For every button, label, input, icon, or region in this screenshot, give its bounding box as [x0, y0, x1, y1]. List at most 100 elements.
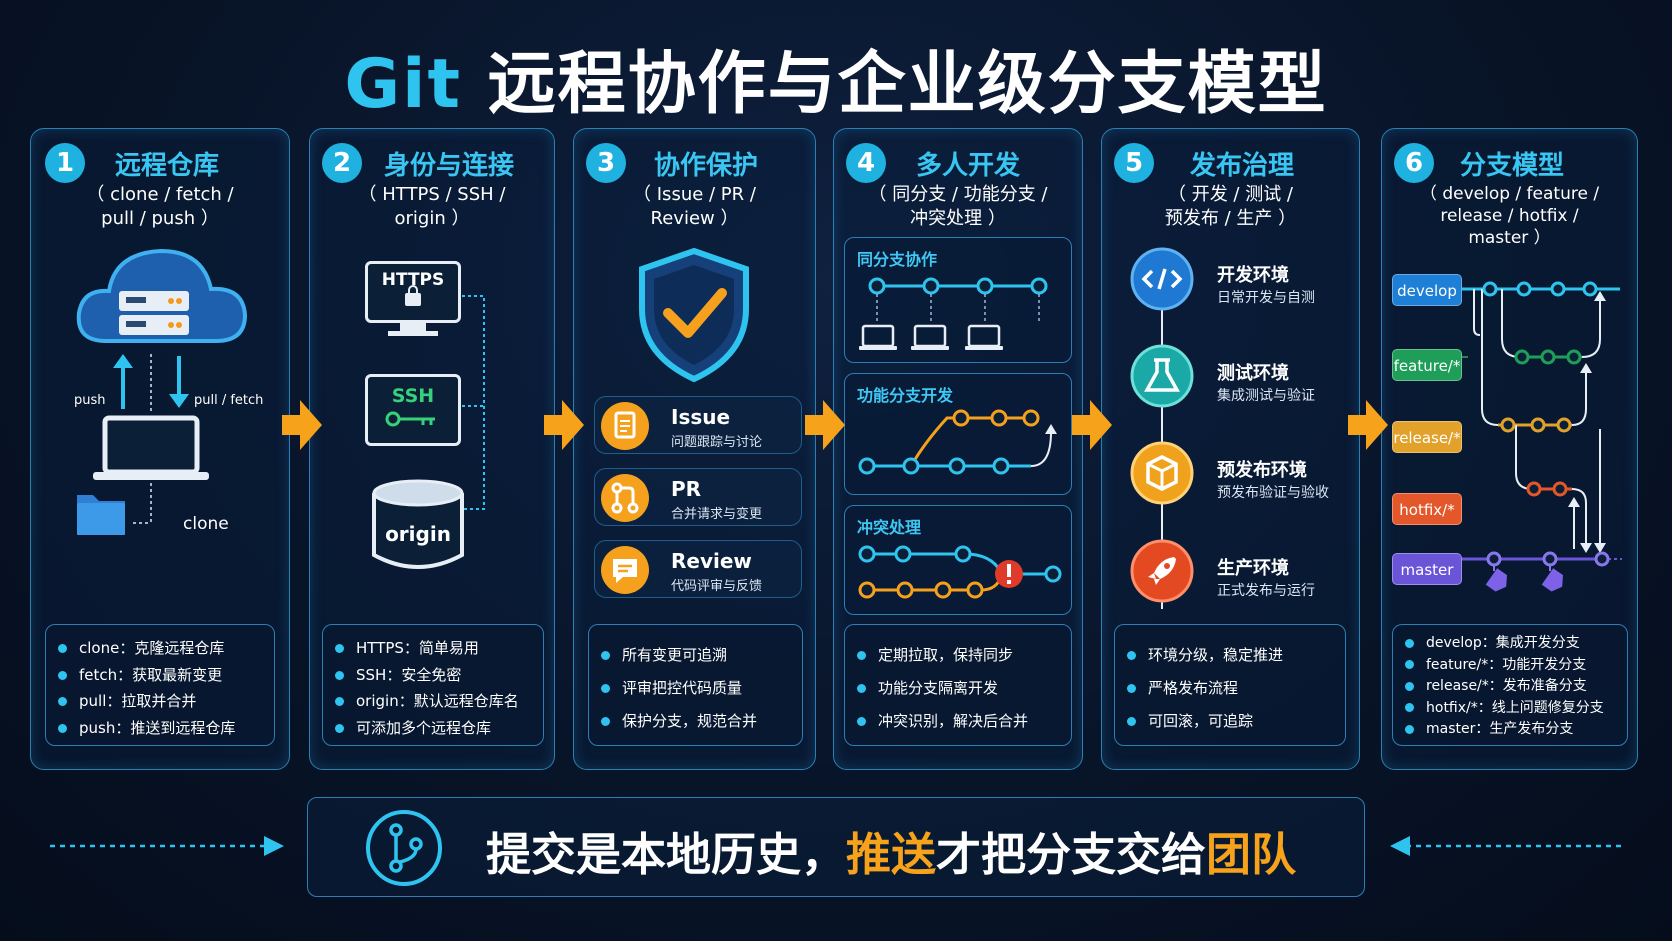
bullet-list: 所有变更可追溯 评审把控代码质量 保护分支，规范合并 [588, 624, 803, 746]
cloud-server-icon [76, 248, 248, 343]
merge-icon [601, 474, 649, 522]
title-rest: 远程协作与企业级分支模型 [487, 45, 1328, 124]
list-item: 冲突识别，解决后合并 [857, 705, 1059, 738]
env-desc: 日常开发与自测 [1217, 290, 1315, 306]
bullet-list: clone：克隆远程仓库 fetch：获取最新变更 pull：拉取并合并 pus… [45, 624, 275, 746]
step-number: 1 [45, 143, 85, 183]
panel-title: 协作保护 [654, 151, 759, 181]
branch-tag-master: master [1392, 553, 1462, 585]
step-number: 2 [322, 143, 362, 183]
list-item: master：生产发布分支 [1405, 719, 1615, 741]
clone-label: clone [183, 514, 229, 534]
step-number: 5 [1114, 143, 1154, 183]
subtitle-line: 冲突处理 ） [910, 208, 1006, 229]
list-item: origin：默认远程仓库名 [335, 688, 531, 715]
list-item: 定期拉取，保持同步 [857, 639, 1059, 672]
list-item: 环境分级，稳定推进 [1127, 639, 1333, 672]
branch-tag-hotfix: hotfix/* [1392, 493, 1462, 525]
review-title: Review [671, 549, 752, 573]
env-title: 开发环境 [1217, 265, 1289, 286]
panel-title: 分支模型 [1460, 151, 1565, 181]
panel-subtitle: （ 同分支 / 功能分支 / 冲突处理 ） [834, 183, 1082, 231]
panel-title: 身份与连接 [384, 151, 515, 181]
branch-tag-develop: develop [1392, 274, 1462, 306]
origin-label: origin [385, 522, 451, 546]
env-desc: 预发布验证与验收 [1217, 485, 1329, 501]
rocket-icon [1130, 539, 1194, 603]
list-item: clone：克隆远程仓库 [58, 635, 262, 662]
feature-branch-box: 功能分支开发 [844, 373, 1072, 495]
flow-arrow-icon [805, 400, 845, 450]
ssh-label: SSH [391, 385, 435, 407]
panel-title: 发布治理 [1190, 151, 1295, 181]
list-item: develop：集成开发分支 [1405, 633, 1615, 655]
subtitle-line: （ clone / fetch / [86, 184, 234, 205]
slogan-part: 才把分支交给 [936, 828, 1207, 881]
pull-fetch-label: pull / fetch [194, 393, 264, 408]
bullet-list: develop：集成开发分支 feature/*：功能开发分支 release/… [1392, 624, 1628, 746]
title-git: Git [344, 45, 462, 124]
env-title: 预发布环境 [1217, 460, 1307, 481]
panel-protection: 3 协作保护 （ Issue / PR / Review ） Issue 问题跟… [573, 128, 816, 770]
panel-identity: 2 身份与连接 （ HTTPS / SSH / origin ） HTTPS S… [309, 128, 555, 770]
review-item: Review 代码评审与反馈 [594, 540, 802, 598]
chat-bubble-icon [601, 546, 649, 594]
bullet-list: 环境分级，稳定推进 严格发布流程 可回滚，可追踪 [1114, 624, 1346, 746]
env-desc: 正式发布与运行 [1217, 583, 1315, 599]
database-icon [372, 479, 464, 569]
list-item: SSH：安全免密 [335, 662, 531, 689]
panel-branch-model: 6 分支模型 （ develop / feature / release / h… [1381, 128, 1638, 770]
code-icon [1130, 247, 1194, 311]
sub-title: 功能分支开发 [857, 386, 954, 405]
page-title: Git 远程协作与企业级分支模型 [0, 28, 1672, 127]
same-branch-diagram [859, 277, 1048, 350]
list-item: HTTPS：简单易用 [335, 635, 531, 662]
push-label: push [74, 393, 106, 408]
subtitle-line: （ develop / feature / [1419, 184, 1600, 204]
subtitle-line: release / hotfix / [1440, 206, 1579, 226]
conflict-box: 冲突处理 [844, 505, 1072, 615]
shield-check-icon [639, 247, 749, 383]
connection-lines [450, 295, 485, 510]
flow-arrow-icon [1348, 400, 1388, 450]
list-item: 保护分支，规范合并 [601, 705, 790, 738]
list-item: release/*：发布准备分支 [1405, 676, 1615, 698]
panel-release: 5 发布治理 （ 开发 / 测试 / 预发布 / 生产 ） 开发环境日常开发与自… [1101, 128, 1360, 770]
right-dashed-arrow [1390, 836, 1623, 856]
issue-title: Issue [671, 405, 731, 429]
monitor-base [388, 331, 438, 336]
list-item: 可回滚，可追踪 [1127, 705, 1333, 738]
subtitle-line: （ Issue / PR / [633, 184, 756, 205]
document-icon [601, 402, 649, 450]
panel-subtitle: （ HTTPS / SSH / origin ） [310, 183, 554, 231]
panel-title: 远程仓库 [115, 151, 220, 181]
bottom-banner: 提交是本地历史，推送才把分支交给团队 [307, 797, 1365, 897]
https-monitor-icon: HTTPS [365, 261, 461, 323]
package-icon [1130, 441, 1194, 505]
step-number: 6 [1394, 143, 1434, 183]
slogan-highlight: 推送 [846, 828, 937, 881]
issue-desc: 问题跟踪与讨论 [671, 435, 763, 450]
panel-subtitle: （ 开发 / 测试 / 预发布 / 生产 ） [1102, 183, 1359, 231]
env-title: 测试环境 [1217, 363, 1289, 384]
subtitle-line: Review ） [650, 208, 739, 229]
pr-title: PR [671, 477, 702, 501]
left-dashed-arrow [50, 836, 284, 856]
review-desc: 代码评审与反馈 [671, 579, 763, 594]
pr-desc: 合并请求与变更 [671, 507, 763, 522]
slogan-part: 提交是本地历史， [486, 828, 847, 881]
subtitle-line: pull / push ） [101, 208, 219, 229]
sub-title: 冲突处理 [857, 518, 922, 537]
flow-arrow-icon [544, 400, 584, 450]
list-item: hotfix/*：线上问题修复分支 [1405, 698, 1615, 720]
key-icon [385, 411, 435, 427]
laptop-icon [93, 415, 209, 480]
flow-arrow-icon [1072, 400, 1112, 450]
flask-icon [1130, 344, 1194, 408]
https-label: HTTPS [381, 270, 445, 290]
list-item: push：推送到远程仓库 [58, 715, 262, 742]
git-branch-icon [366, 810, 442, 886]
subtitle-line: origin ） [394, 208, 470, 229]
subtitle-line: （ 开发 / 测试 / [1167, 184, 1293, 205]
tag-icon [1485, 568, 1564, 592]
